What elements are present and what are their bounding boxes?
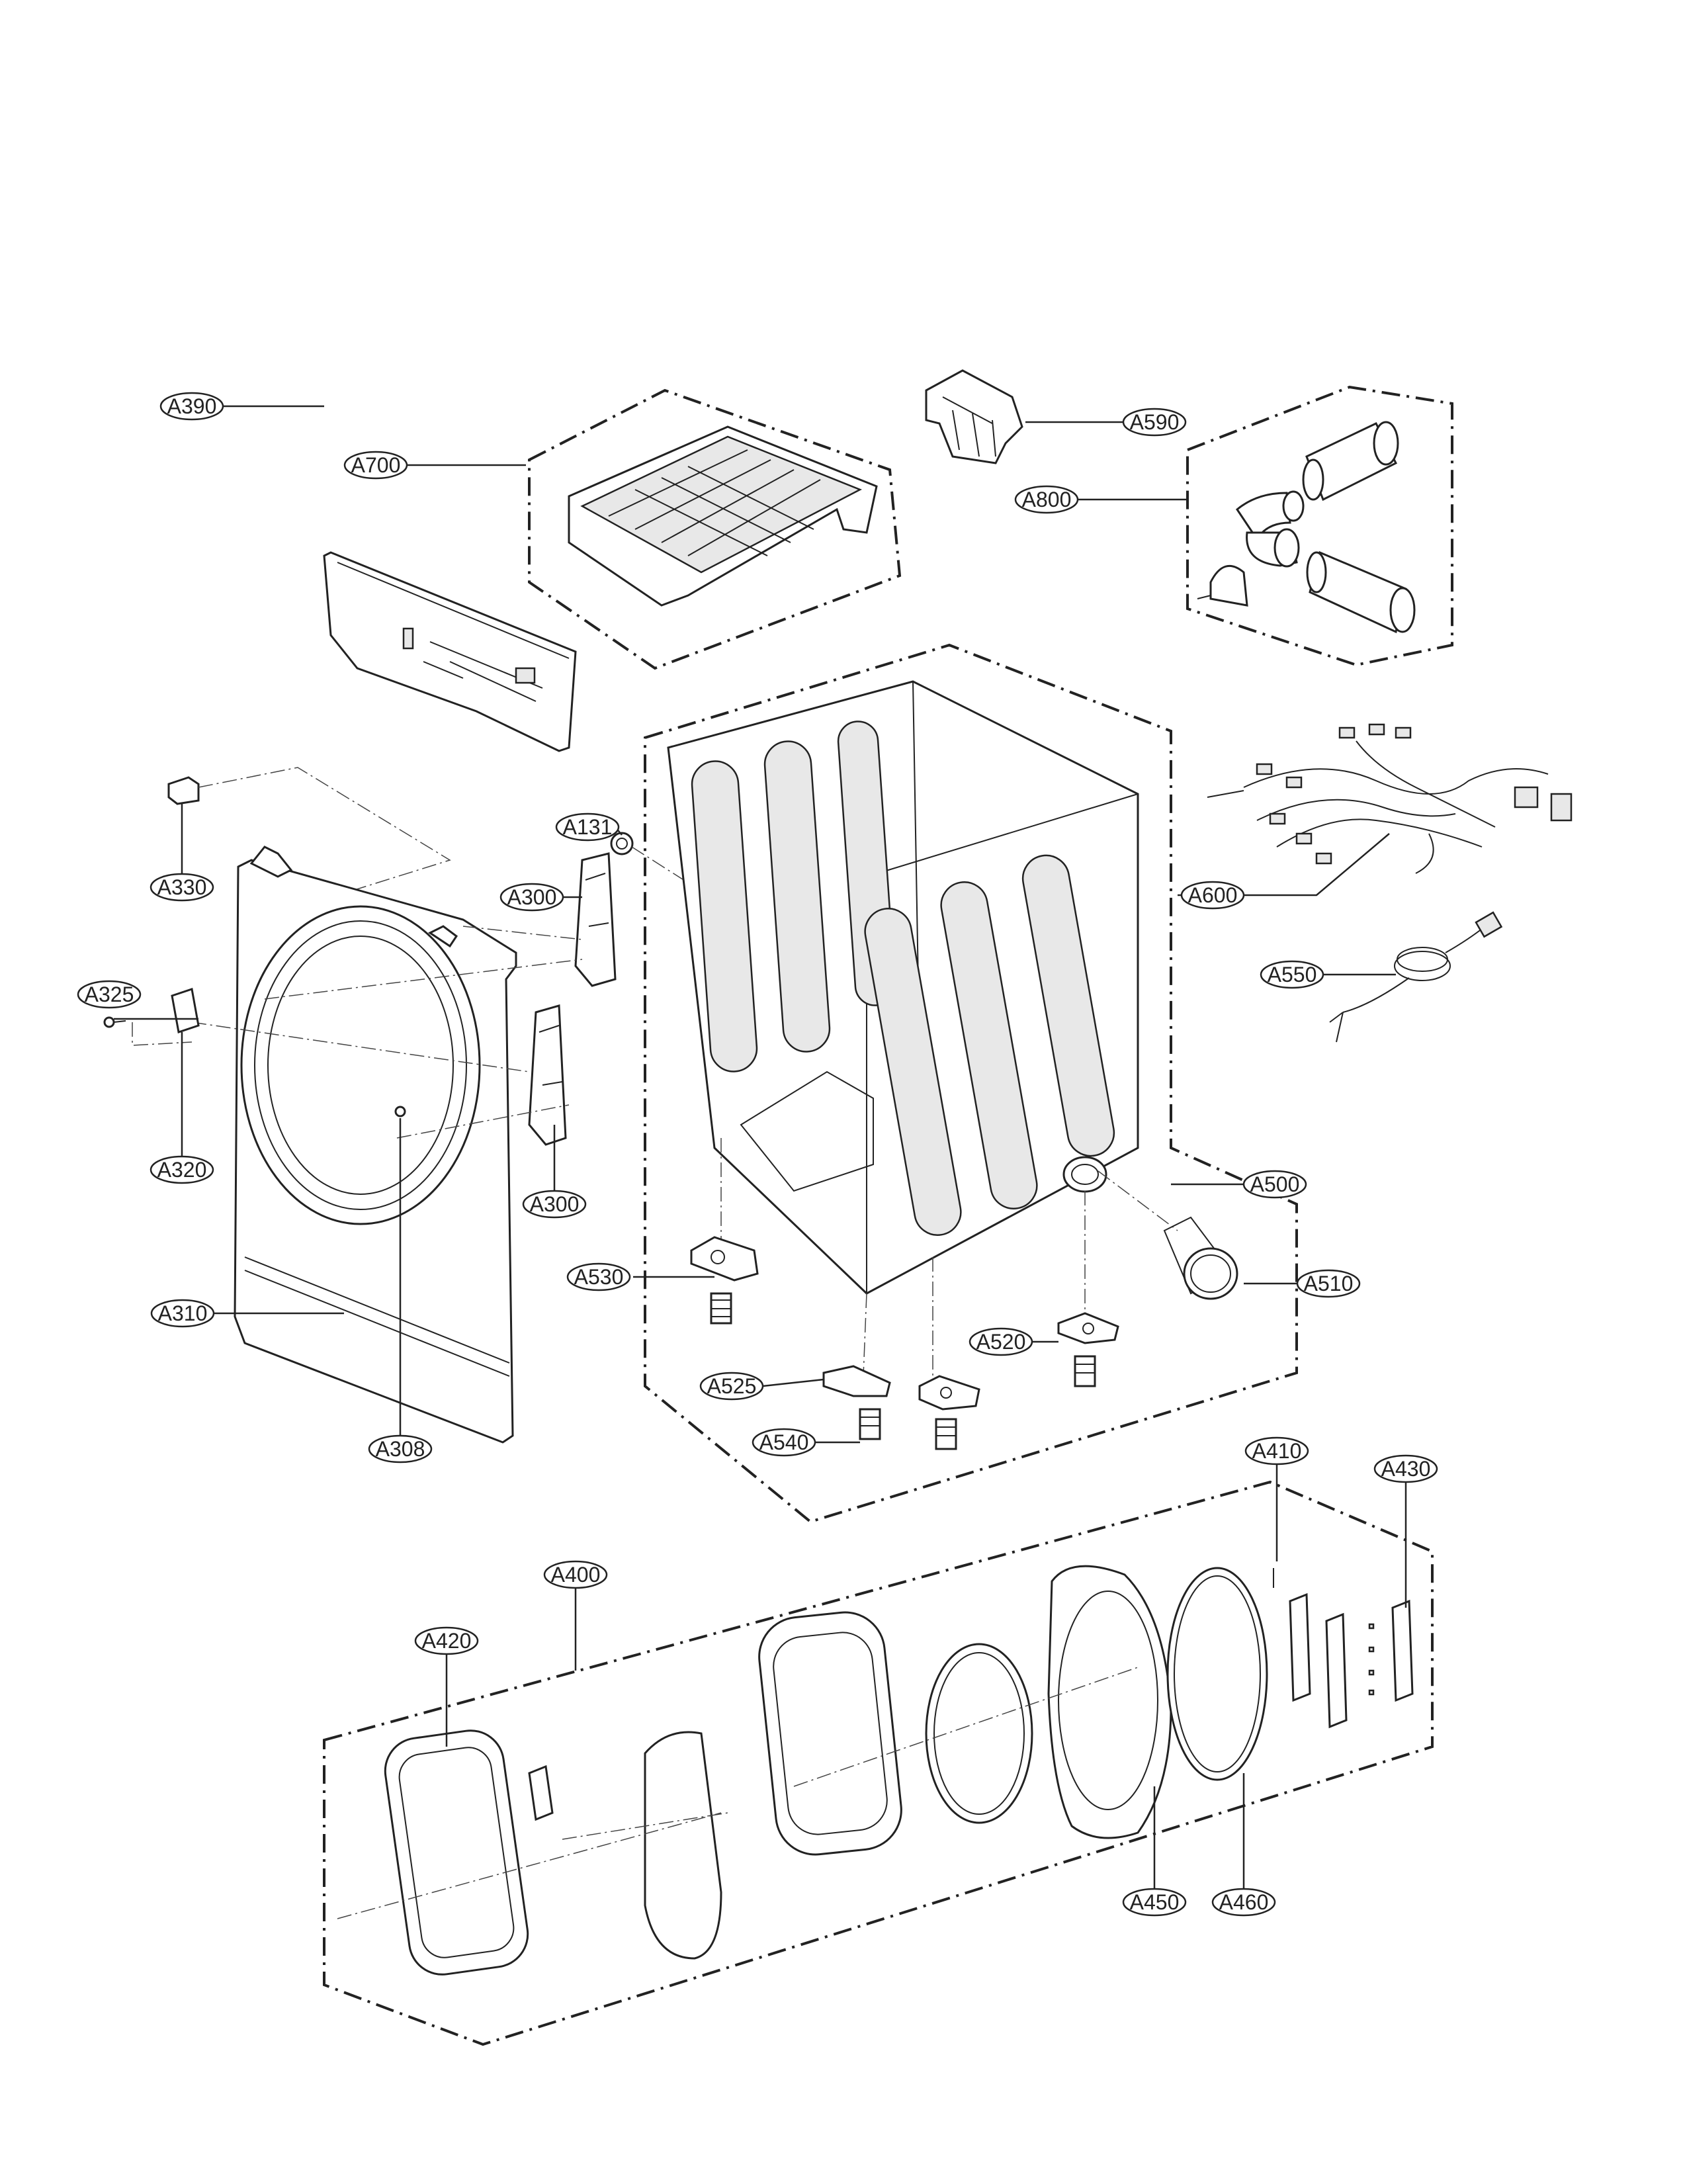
callout-a500: A500 (1242, 1170, 1307, 1199)
callout-a800-label: A800 (1022, 488, 1072, 511)
bracket-front-part (918, 1375, 980, 1411)
callout-a325-label: A325 (85, 983, 134, 1006)
callout-a300-bottom: A300 (522, 1190, 587, 1219)
callout-a400: A400 (543, 1560, 608, 1589)
callout-a700: A700 (343, 451, 408, 480)
door-hinge-plate-part (1047, 1565, 1172, 1839)
front-panel-part (234, 846, 517, 1444)
callout-a325: A325 (77, 980, 142, 1009)
callout-a430: A430 (1373, 1454, 1438, 1483)
gasket-ring-part (925, 1643, 1033, 1824)
group-boundary-top-tray (528, 388, 902, 670)
callout-a330: A330 (150, 873, 214, 902)
callout-a300-top-label: A300 (507, 885, 557, 909)
callout-a430-label: A430 (1381, 1457, 1431, 1481)
leveling-foot-front (935, 1418, 957, 1450)
callout-a131: A131 (555, 812, 620, 842)
hinge-bracket-top-part (574, 852, 617, 987)
group-boundary-duct-kit (1186, 385, 1453, 667)
switch-part (171, 988, 200, 1033)
door-strike-part (1368, 1599, 1414, 1702)
duct-cap-part (1163, 1216, 1238, 1300)
callout-a520: A520 (969, 1327, 1033, 1356)
callout-a550-label: A550 (1268, 963, 1317, 986)
screw-part (103, 1016, 126, 1028)
callout-a590-label: A590 (1130, 410, 1180, 434)
callout-a530: A530 (566, 1262, 631, 1291)
callout-a420-label: A420 (422, 1629, 472, 1653)
latch-assembly-part (1273, 1568, 1348, 1729)
callout-a600-label: A600 (1188, 883, 1238, 907)
latch-part (167, 776, 200, 805)
bracket-right-part (1057, 1312, 1119, 1344)
door-frame-outer-part (384, 1729, 529, 1976)
group-boundary-cabinet (644, 643, 1298, 1524)
bracket-mid-part (822, 1365, 891, 1397)
callout-a450: A450 (1122, 1888, 1187, 1917)
power-cord-part (1329, 911, 1503, 1043)
callout-a300-bottom-label: A300 (530, 1192, 580, 1216)
callout-a700-label: A700 (351, 453, 401, 477)
callout-a310: A310 (150, 1299, 215, 1328)
leveling-foot-mid (859, 1408, 881, 1440)
door-screw-part (394, 1106, 406, 1117)
door-handle-part (528, 1765, 554, 1821)
callout-a550: A550 (1260, 960, 1324, 989)
control-bracket-part (323, 551, 577, 752)
callout-a540: A540 (752, 1428, 816, 1457)
door-inner-frame-part (758, 1611, 902, 1856)
leveling-foot-left (710, 1292, 732, 1325)
callout-a600: A600 (1180, 881, 1245, 910)
hinge-bracket-bottom-part (528, 1004, 567, 1146)
group-boundary-door (323, 1480, 1434, 2046)
callout-a460-label: A460 (1219, 1890, 1269, 1914)
leveling-foot-right (1074, 1355, 1096, 1387)
grommet-part (610, 832, 634, 855)
callout-a320: A320 (150, 1155, 214, 1184)
wire-harness-part (1207, 723, 1573, 874)
callout-a510: A510 (1296, 1269, 1361, 1298)
callout-a590: A590 (1122, 408, 1187, 437)
callout-a525-label: A525 (707, 1374, 757, 1398)
exhaust-duct-part (1197, 421, 1416, 634)
callout-a308-label: A308 (376, 1437, 425, 1461)
callout-a310-label: A310 (158, 1301, 208, 1325)
callout-a800: A800 (1014, 485, 1079, 514)
cabinet-part (667, 680, 1139, 1295)
door-glass-part (644, 1731, 722, 1960)
callout-a450-label: A450 (1130, 1890, 1180, 1914)
callout-a400-label: A400 (551, 1563, 601, 1587)
callout-a410-label: A410 (1252, 1439, 1302, 1463)
callout-a460: A460 (1211, 1888, 1276, 1917)
callout-a390: A390 (159, 392, 224, 421)
callout-a540-label: A540 (759, 1430, 809, 1454)
callout-a320-label: A320 (157, 1158, 207, 1182)
callout-a390-label: A390 (167, 394, 217, 418)
callout-a520-label: A520 (976, 1330, 1026, 1354)
callout-a420: A420 (414, 1626, 479, 1655)
callout-a300-top: A300 (499, 883, 564, 912)
callout-a525: A525 (699, 1372, 764, 1401)
callout-a330-label: A330 (157, 875, 207, 899)
callout-a410: A410 (1244, 1436, 1309, 1465)
callout-a510-label: A510 (1304, 1272, 1354, 1295)
callout-a131-label: A131 (563, 815, 613, 839)
callout-a500-label: A500 (1250, 1172, 1300, 1196)
top-tray-part (568, 425, 878, 607)
door-ring-part (1166, 1567, 1268, 1781)
bracket-part (925, 369, 1023, 464)
callout-a308: A308 (368, 1434, 433, 1463)
bracket-left-part (690, 1236, 759, 1282)
callout-a530-label: A530 (574, 1265, 624, 1289)
